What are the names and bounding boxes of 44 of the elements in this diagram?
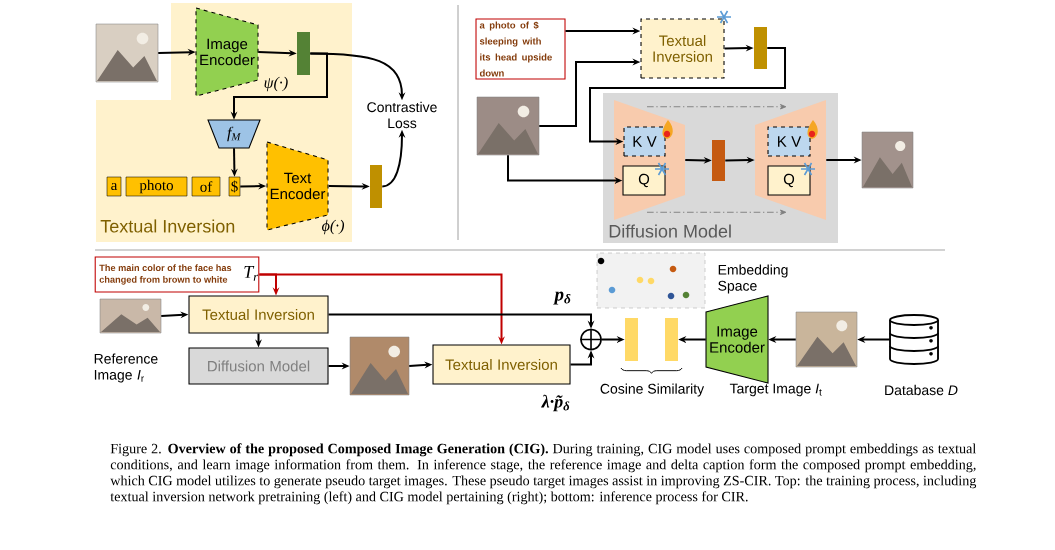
process-box: Textual Inversion <box>432 344 571 385</box>
process-box: K V <box>623 120 673 157</box>
node-caption: ψ(·) <box>264 76 288 92</box>
loss-label: Contrastive Loss <box>367 101 437 129</box>
photo <box>99 298 162 334</box>
database-icon <box>889 314 939 365</box>
sum-symbol <box>579 327 603 352</box>
token-box: a <box>106 176 122 197</box>
arrow <box>646 209 787 215</box>
edge-label: p$_{δ}$ <box>553 290 573 306</box>
node-caption: Reference Image I$_{r}$ <box>94 353 158 383</box>
process-box: Diffusion Model <box>188 347 329 385</box>
text-box: The main color of the face has changed from brown to white T$_{r}$ <box>94 256 260 293</box>
space-label: Embedding Space <box>718 264 788 294</box>
process-box: Textual Inversion <box>188 295 329 334</box>
feature-bar <box>625 318 638 361</box>
process-box: K V <box>767 120 818 157</box>
process-box: Q <box>767 162 816 196</box>
encoder-block: Image Encoder <box>705 295 769 384</box>
arrow <box>646 104 787 110</box>
brace-label: Cosine Similarity <box>600 383 705 397</box>
encoder-block: f$_{M}$ <box>207 119 261 149</box>
token-box: photo <box>125 176 188 197</box>
photo-label: Target Image I$_{t}$ <box>729 383 822 397</box>
feature-bar <box>754 27 767 69</box>
photo <box>795 311 858 368</box>
feature-bar <box>370 165 382 208</box>
photo <box>861 131 914 189</box>
figure-caption: Figure 2. Overview of the proposed Composed Image Generation (CIG). During training, CIG model uses composed prompt embeddings as textual conditions, and learn image information from them. In inference stage, the reference image and delta caption form the composed prompt embedding, which CIG model utilizes to generate pseudo target images. These pseudo target images assist in improving ZS-CIR. Top: the training process, including textual inversion network pretraining (left) and CIG model pertaining (right); bottom: inference process for CIR. <box>110 443 977 505</box>
photo <box>476 96 540 156</box>
embedding-space-box <box>596 252 706 309</box>
token-box: of <box>191 176 221 197</box>
feature-bar <box>712 140 725 181</box>
node-caption: Database D <box>885 384 958 396</box>
photo <box>95 23 159 83</box>
token-box: $ <box>228 176 241 197</box>
photo <box>349 336 410 396</box>
encoder-block: Image Encoder <box>195 7 259 97</box>
process-box: Textual Inversion <box>640 10 732 79</box>
feature-bar <box>297 32 310 75</box>
process-box: a photo of $ sleeping with its head upside down <box>475 18 566 80</box>
edge-label: λ·p̃$_{δ}$ <box>540 393 572 413</box>
feature-bar <box>665 318 678 361</box>
process-box: Q <box>622 162 670 196</box>
